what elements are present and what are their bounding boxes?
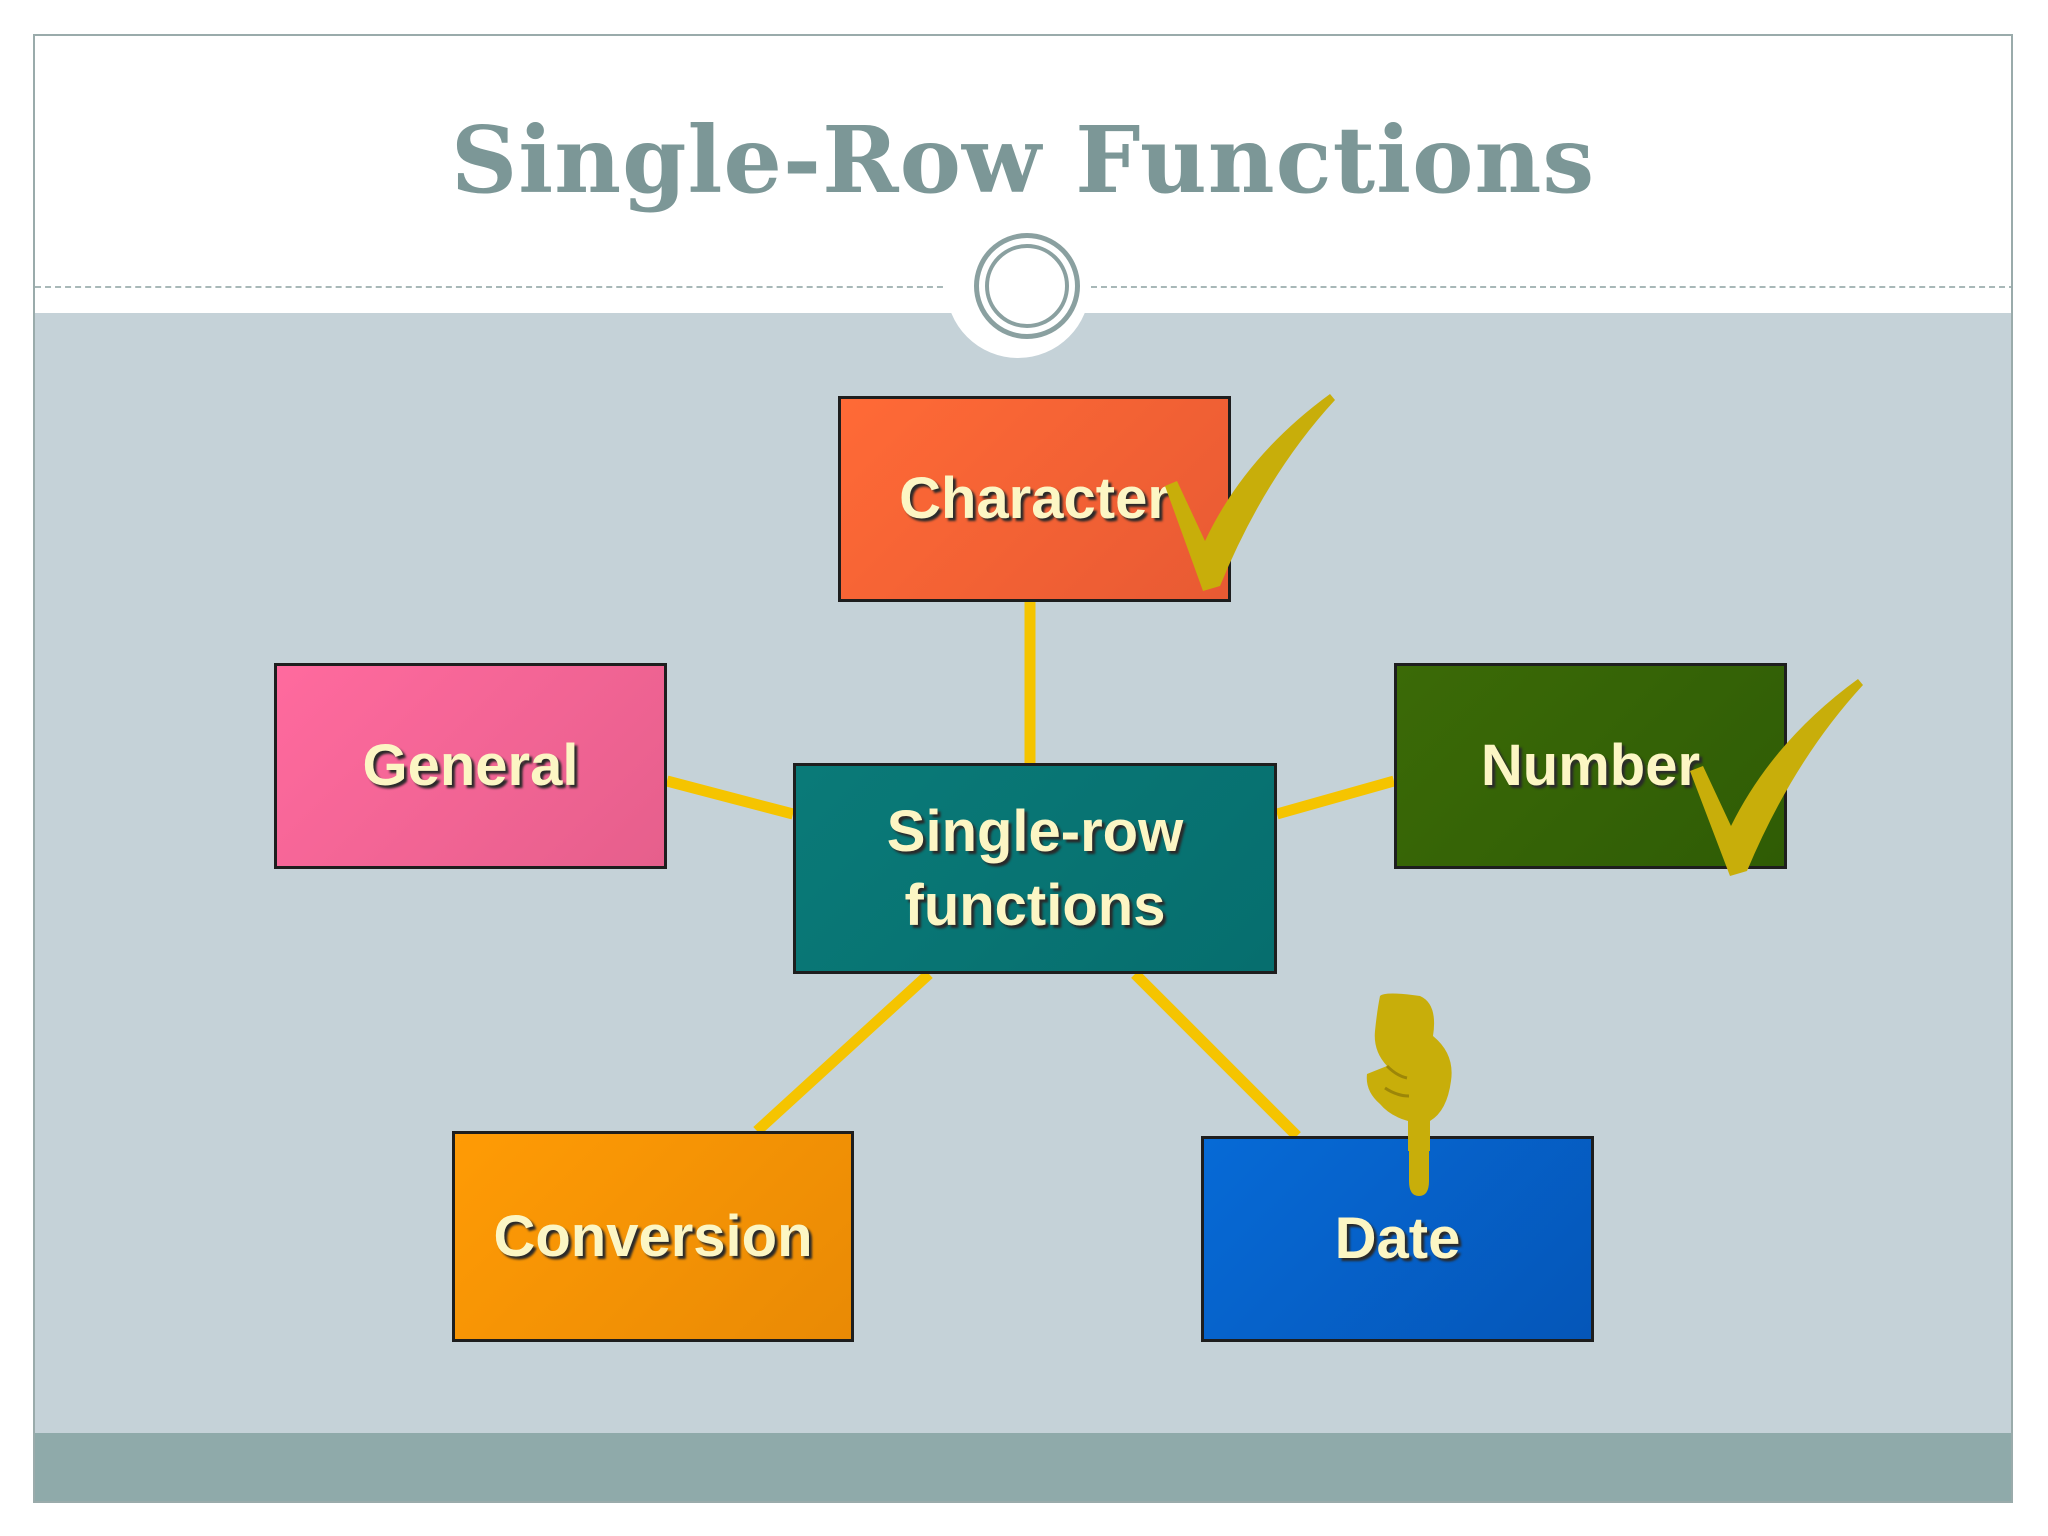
- connector-general: [665, 775, 795, 820]
- connector-lines: [665, 602, 1396, 1140]
- node-center: Single-row functions: [793, 763, 1277, 974]
- footer-band: [35, 1433, 2011, 1501]
- node-character: Character: [838, 396, 1231, 602]
- connector-conversion: [753, 969, 933, 1136]
- node-date-label: Date: [1334, 1206, 1461, 1271]
- node-center-label: Single-row functions: [886, 798, 1184, 938]
- node-general: General: [274, 663, 667, 869]
- node-conversion: Conversion: [452, 1131, 854, 1342]
- divider-ring-icon: [974, 233, 1080, 339]
- slide-title: Single-Row Functions: [450, 106, 1596, 214]
- node-character-label: Character: [899, 466, 1170, 531]
- node-conversion-label: Conversion: [493, 1203, 813, 1269]
- title-divider-right: [1091, 286, 2011, 288]
- connector-number: [1275, 775, 1396, 820]
- slide: Single-Row Functions Character General N…: [33, 34, 2013, 1503]
- connector-date: [1131, 970, 1301, 1140]
- title-divider-left: [35, 286, 963, 288]
- node-number-label: Number: [1480, 733, 1701, 798]
- node-general-label: General: [362, 733, 579, 798]
- node-date: Date: [1201, 1136, 1594, 1342]
- divider-ring-inner: [985, 244, 1069, 328]
- node-number: Number: [1394, 663, 1787, 869]
